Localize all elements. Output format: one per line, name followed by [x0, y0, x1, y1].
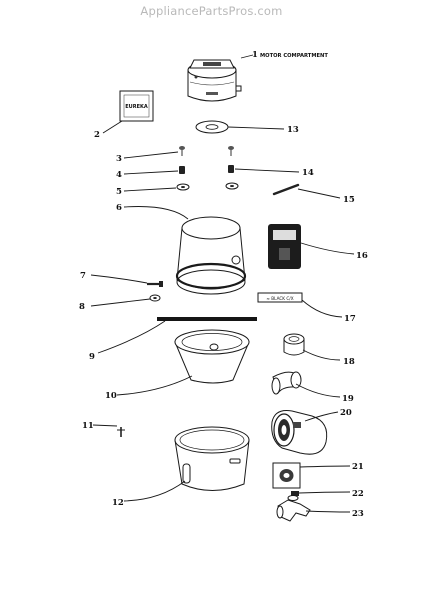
part-15-pin	[272, 183, 300, 196]
callout-1-number: 1	[252, 50, 258, 60]
part-2-badge: EUREKA	[119, 90, 154, 122]
callout-7-number: 7	[80, 271, 86, 281]
part-7-screw	[147, 281, 163, 287]
part-9-seal-strip	[157, 317, 257, 321]
part-1-motor-compartment	[187, 59, 242, 102]
callout-6-number: 6	[116, 203, 122, 213]
callout-14-number: 14	[302, 168, 314, 178]
site-watermark: AppliancePartsPros.com	[140, 4, 283, 18]
callout-16-number: 16	[356, 251, 368, 261]
part-18-sleeve	[283, 333, 305, 356]
part-5-washers	[176, 182, 239, 191]
callout-12-number: 12	[112, 498, 124, 508]
part-19-elbow	[271, 371, 302, 395]
callout-2-number: 2	[94, 130, 100, 140]
part-22-coupling	[291, 491, 299, 496]
part-4-grommet	[179, 166, 185, 174]
callout-20-number: 20	[340, 408, 352, 418]
part-20-housing	[271, 410, 328, 455]
callout-22-number: 22	[352, 489, 364, 499]
callout-17-number: 17	[344, 314, 356, 324]
callout-15-number: 15	[343, 195, 355, 205]
part-13-gasket	[195, 120, 229, 134]
callout-5-number: 5	[116, 187, 122, 197]
callout-21-number: 21	[352, 462, 364, 472]
part-6-filter-canister	[175, 216, 247, 295]
label-plate-text: ≈ BLACK C/X	[266, 296, 293, 301]
part-16-switch-plate	[268, 224, 301, 269]
callout-18-number: 18	[343, 357, 355, 367]
callout-11-number: 11	[82, 421, 94, 431]
part-11-clip	[117, 427, 125, 437]
part-17-label-plate: ≈ BLACK C/X	[257, 292, 303, 303]
callout-8-number: 8	[79, 302, 85, 312]
callout-3-number: 3	[116, 154, 122, 164]
part-21-valve-plate	[272, 462, 301, 489]
part-14-grommet	[228, 165, 234, 173]
badge-label: EUREKA	[125, 104, 148, 110]
callout-23-number: 23	[352, 509, 364, 519]
part-12-dirt-cup	[174, 426, 250, 491]
part-23-tee-fitting	[276, 495, 311, 522]
callout-13-number: 13	[287, 125, 299, 135]
part-3-screws	[179, 146, 234, 156]
callout-19-number: 19	[342, 394, 354, 404]
part-10-funnel	[174, 329, 250, 384]
callout-9-number: 9	[89, 352, 95, 362]
callout-4-number: 4	[116, 170, 122, 180]
callout-10-number: 10	[105, 391, 117, 401]
callout-1-caption: MOTOR COMPARTMENT	[260, 53, 328, 59]
part-8-washer	[149, 294, 161, 302]
